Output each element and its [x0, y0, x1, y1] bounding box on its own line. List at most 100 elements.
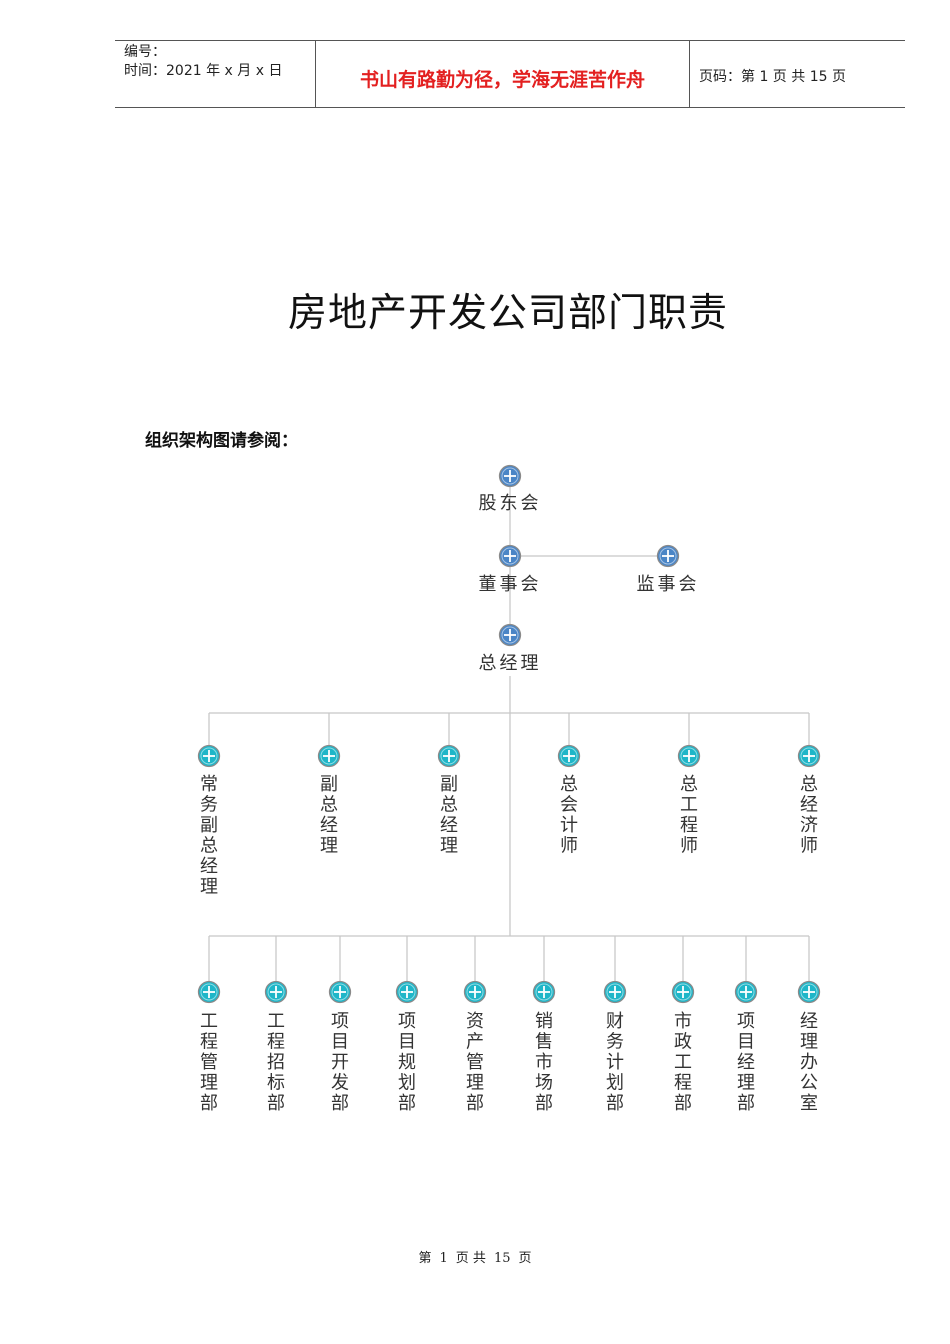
svg-text:场: 场	[535, 1073, 553, 1094]
svg-text:工: 工	[674, 1052, 692, 1073]
node-executive-1[interactable]	[317, 744, 341, 768]
svg-text:部: 部	[200, 1093, 218, 1114]
node-executive-4[interactable]	[677, 744, 701, 768]
node-executive-5[interactable]	[797, 744, 821, 768]
node-executive-0[interactable]	[197, 744, 221, 768]
svg-text:部: 部	[267, 1093, 285, 1114]
label-supervisors: 监事会	[637, 574, 700, 595]
svg-text:程: 程	[680, 815, 698, 836]
svg-text:划: 划	[606, 1073, 624, 1094]
svg-text:部: 部	[535, 1093, 553, 1114]
node-department-7[interactable]	[671, 980, 695, 1004]
svg-text:产: 产	[466, 1032, 484, 1053]
svg-text:师: 师	[800, 836, 818, 857]
node-department-8[interactable]	[734, 980, 758, 1004]
svg-text:公: 公	[800, 1073, 818, 1094]
svg-text:工: 工	[200, 1011, 218, 1032]
svg-text:部: 部	[398, 1093, 416, 1114]
svg-text:总: 总	[200, 836, 218, 857]
node-department-9[interactable]	[797, 980, 821, 1004]
svg-text:财: 财	[606, 1011, 624, 1032]
svg-text:销: 销	[535, 1011, 553, 1032]
document-number-label: 编号：	[124, 44, 166, 60]
node-supervisors[interactable]	[656, 544, 680, 568]
svg-text:师: 师	[680, 836, 698, 857]
svg-text:理: 理	[466, 1073, 484, 1094]
svg-text:招: 招	[267, 1052, 285, 1073]
node-executive-3[interactable]	[557, 744, 581, 768]
svg-text:师: 师	[560, 836, 578, 857]
svg-text:程: 程	[267, 1032, 285, 1053]
page-info: 页码：第 1 页 共 15 页	[699, 69, 846, 85]
svg-text:总: 总	[320, 795, 338, 816]
node-department-1[interactable]	[264, 980, 288, 1004]
svg-text:理: 理	[800, 1032, 818, 1053]
svg-text:部: 部	[466, 1093, 484, 1114]
node-department-5[interactable]	[532, 980, 556, 1004]
footer-mid: 页 共	[455, 1251, 486, 1266]
svg-text:部: 部	[737, 1093, 755, 1114]
footer-page-number: 1	[439, 1251, 448, 1266]
svg-text:副: 副	[200, 815, 218, 836]
svg-text:常: 常	[200, 774, 218, 795]
svg-text:办: 办	[800, 1052, 818, 1073]
svg-text:程: 程	[674, 1073, 692, 1094]
svg-text:资: 资	[466, 1011, 484, 1032]
header-page-cell: 页码：第 1 页 共 15 页	[690, 41, 905, 107]
footer-prefix: 第	[418, 1251, 432, 1266]
svg-text:开: 开	[331, 1052, 349, 1073]
svg-text:政: 政	[674, 1032, 692, 1053]
svg-text:部: 部	[606, 1093, 624, 1114]
svg-text:总: 总	[800, 774, 818, 795]
svg-text:规: 规	[398, 1052, 416, 1073]
node-executive-2[interactable]	[437, 744, 461, 768]
svg-text:室: 室	[800, 1093, 818, 1114]
node-department-6[interactable]	[603, 980, 627, 1004]
org-chart-connectors	[208, 487, 810, 981]
header-motto-cell: 书山有路勤为径，学海无涯苦作舟	[316, 41, 690, 107]
node-board[interactable]	[498, 544, 522, 568]
svg-text:项: 项	[398, 1011, 416, 1032]
svg-text:目: 目	[737, 1032, 755, 1053]
page-header: 编号： 时间：2021 年 x 月 x 日 书山有路勤为径，学海无涯苦作舟 页码…	[115, 40, 905, 108]
svg-text:经: 经	[200, 856, 218, 877]
node-shareholders[interactable]	[498, 464, 522, 488]
svg-text:务: 务	[200, 795, 218, 816]
label-board: 董事会	[479, 574, 542, 595]
document-title: 房地产开发公司部门职责	[287, 291, 728, 336]
org-chart-caption: 组织架构图请参阅：	[145, 431, 298, 451]
svg-text:管: 管	[466, 1052, 484, 1073]
svg-text:理: 理	[320, 836, 338, 857]
svg-text:经: 经	[440, 815, 458, 836]
node-department-0[interactable]	[197, 980, 221, 1004]
node-department-3[interactable]	[395, 980, 419, 1004]
svg-text:会: 会	[560, 795, 578, 816]
svg-text:市: 市	[674, 1011, 692, 1032]
node-department-4[interactable]	[463, 980, 487, 1004]
label-gm: 总经理	[479, 653, 542, 674]
svg-text:务: 务	[606, 1032, 624, 1053]
footer-total-pages: 15	[493, 1251, 511, 1266]
node-gm[interactable]	[498, 623, 522, 647]
header-meta-cell: 编号： 时间：2021 年 x 月 x 日	[115, 41, 316, 107]
org-chart-labels: 股东会董事会监事会总经理常务副总经理副总经理副总经理总会计师总工程师总经济师工程…	[200, 493, 818, 1114]
svg-text:工: 工	[267, 1011, 285, 1032]
motto-text: 书山有路勤为径，学海无涯苦作舟	[359, 69, 645, 91]
svg-text:理: 理	[440, 836, 458, 857]
svg-text:理: 理	[737, 1073, 755, 1094]
node-department-2[interactable]	[328, 980, 352, 1004]
